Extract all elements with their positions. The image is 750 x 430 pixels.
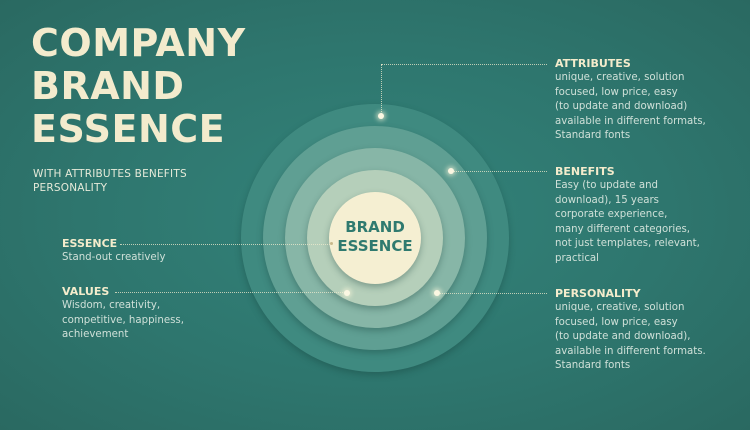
attributes-dot xyxy=(378,113,384,119)
connector-essence xyxy=(120,244,332,245)
essence-heading: ESSENCE xyxy=(62,237,118,250)
connector-personality xyxy=(437,293,547,294)
title-line-company: COMPANY xyxy=(31,21,246,65)
benefits-heading: BENEFITS xyxy=(555,165,615,178)
page-title: COMPANY BRAND ESSENCE xyxy=(31,22,246,151)
connector-attributes-h xyxy=(381,64,547,65)
personality-label: PERSONALITY unique, creative, solution f… xyxy=(555,287,706,374)
personality-dot xyxy=(434,290,440,296)
benefits-label: BENEFITS Easy (to update and download), … xyxy=(555,165,700,266)
personality-heading: PERSONALITY xyxy=(555,287,641,300)
essence-label: ESSENCE Stand-out creatively xyxy=(62,237,165,266)
connector-attributes-v xyxy=(381,64,382,116)
benefits-body: Easy (to update and download), 15 years … xyxy=(555,180,700,264)
values-label: VALUES Wisdom, creativity, competitive, … xyxy=(62,285,184,343)
core-label-line1: BRAND xyxy=(345,218,405,236)
benefits-dot xyxy=(448,168,454,174)
values-dot xyxy=(344,290,350,296)
connector-values xyxy=(115,292,347,293)
values-heading: VALUES xyxy=(62,285,110,298)
title-line-essence: ESSENCE xyxy=(31,107,226,151)
personality-body: unique, creative, solution focused, low … xyxy=(555,302,706,371)
core-label: BRAND ESSENCE xyxy=(329,218,421,256)
essence-body: Stand-out creatively xyxy=(62,252,166,263)
connector-benefits xyxy=(451,171,547,172)
attributes-label: ATTRIBUTES unique, creative, solution fo… xyxy=(555,57,706,144)
attributes-heading: ATTRIBUTES xyxy=(555,57,631,70)
title-line-brand: BRAND xyxy=(31,64,185,108)
ring-core xyxy=(329,192,421,284)
attributes-body: unique, creative, solution focused, low … xyxy=(555,72,706,141)
essence-dot xyxy=(330,242,333,245)
core-label-line2: ESSENCE xyxy=(337,237,413,255)
subtitle: WITH ATTRIBUTES BENEFITS PERSONALITY xyxy=(33,168,187,194)
values-body: Wisdom, creativity, competitive, happine… xyxy=(62,300,184,340)
